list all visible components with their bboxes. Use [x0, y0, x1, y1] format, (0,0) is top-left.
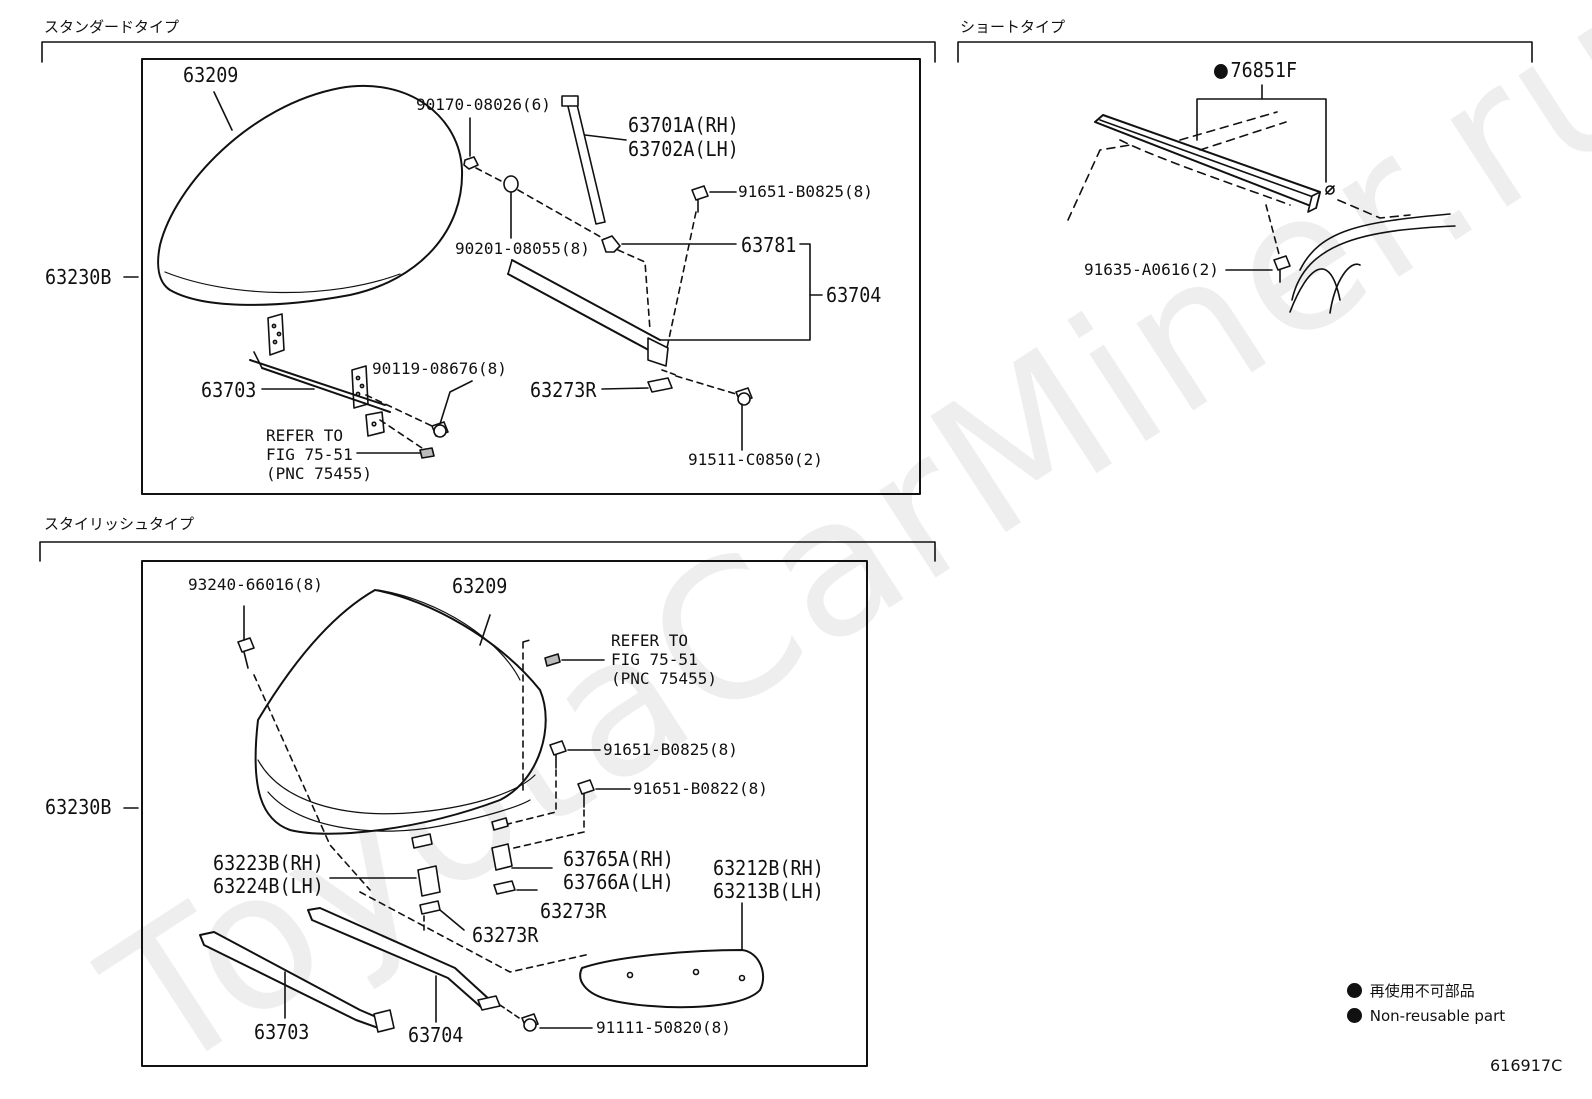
non-reusable-dot-icon — [1214, 64, 1228, 79]
legend-dot-icon — [1347, 1008, 1362, 1023]
refer-text-stylish: REFER TO FIG 75-51 (PNC 75455) — [611, 631, 717, 688]
refer-line-1: REFER TO — [266, 426, 344, 445]
refer-line-2[interactable]: FIG 75-51 — [266, 445, 353, 464]
refer-line-3: (PNC 75455) — [266, 464, 372, 483]
label-91511-c0850[interactable]: 91511-C0850(2) — [688, 450, 823, 469]
label-91635-a0616[interactable]: 91635-A0616(2) — [1084, 260, 1219, 279]
plate-63273r-stl-a — [493, 880, 516, 895]
label-93240-66016[interactable]: 93240-66016(8) — [188, 575, 323, 594]
section-bracket-standard — [41, 41, 936, 63]
label-63781[interactable]: 63781 — [741, 233, 797, 257]
label-63765a[interactable]: 63765A(RH) — [563, 847, 674, 871]
bolt-93240 — [237, 637, 255, 669]
bracket-63781 — [601, 235, 621, 253]
cover-stylish — [254, 589, 547, 835]
label-90201-08055[interactable]: 90201-08055(8) — [455, 239, 590, 258]
legend-jp-text: 再使用不可部品 — [1369, 982, 1475, 1000]
bolt-91111 — [521, 1013, 539, 1032]
label-63273r-standard[interactable]: 63273R — [530, 378, 597, 402]
label-76851f[interactable]: 76851F — [1214, 60, 1297, 80]
label-63230b-stylish[interactable]: 63230B — [45, 795, 112, 819]
nut-90170 — [463, 156, 479, 170]
frame-stylish — [141, 560, 868, 1067]
legend-en-text: Non-reusable part — [1369, 1007, 1506, 1025]
label-90119-08676[interactable]: 90119-08676(8) — [372, 359, 507, 378]
label-63209-standard[interactable]: 63209 — [183, 63, 239, 87]
washer-90201 — [503, 175, 519, 193]
refer-line-3: (PNC 75455) — [611, 669, 717, 688]
label-63703-standard[interactable]: 63703 — [201, 378, 257, 402]
bar-63703-standard — [249, 313, 391, 437]
figure-id: 616917C — [1490, 1056, 1563, 1075]
label-63212b[interactable]: 63212B(RH) — [713, 856, 824, 880]
short-garnish — [1094, 114, 1335, 213]
label-91651-b0822[interactable]: 91651-B0822(8) — [633, 779, 768, 798]
section-bracket-stylish — [39, 541, 936, 562]
label-63223b[interactable]: 63223B(RH) — [213, 851, 324, 875]
label-63230b-standard[interactable]: 63230B — [45, 265, 112, 289]
label-91651-b0825-standard[interactable]: 91651-B0825(8) — [738, 182, 873, 201]
section-title-short: ショートタイプ — [960, 18, 1066, 36]
legend-jp: 再使用不可部品 — [1347, 983, 1475, 999]
bolt-91651-std — [691, 185, 709, 213]
section-title-standard: スタンダードタイプ — [44, 18, 180, 36]
label-63273r-stylish-b[interactable]: 63273R — [472, 923, 539, 947]
bolt-91651-stl-b — [577, 779, 595, 808]
bolt-91651-stl-a — [549, 740, 567, 769]
label-63224b[interactable]: 63224B(LH) — [213, 874, 324, 898]
refer-line-1: REFER TO — [611, 631, 689, 650]
bracket-63765a — [491, 843, 513, 871]
frame-standard — [141, 58, 921, 495]
cover-standard — [157, 85, 464, 306]
section-title-stylish: スタイリッシュタイプ — [44, 515, 195, 533]
label-63209-stylish[interactable]: 63209 — [452, 574, 508, 598]
label-90170-08026[interactable]: 90170-08026(6) — [416, 95, 551, 114]
plate-63273r-std — [647, 377, 673, 393]
label-63213b[interactable]: 63213B(LH) — [713, 879, 824, 903]
bar-63704-standard — [507, 259, 669, 367]
legend-dot-icon — [1347, 983, 1362, 998]
stay-63701a — [561, 95, 606, 225]
bar-63703-stylish — [199, 931, 395, 1033]
label-63702a[interactable]: 63702A(LH) — [628, 137, 739, 161]
bar-63704-stylish — [307, 907, 501, 1011]
label-76851f-text[interactable]: 76851F — [1230, 58, 1298, 82]
label-63704-standard[interactable]: 63704 — [826, 283, 882, 307]
section-bracket-short — [957, 41, 1533, 63]
label-63273r-stylish-a[interactable]: 63273R — [540, 899, 607, 923]
bolt-91511 — [735, 387, 753, 406]
label-91651-b0825-stylish[interactable]: 91651-B0825(8) — [603, 740, 738, 759]
refer-line-2[interactable]: FIG 75-51 — [611, 650, 698, 669]
label-63704-stylish[interactable]: 63704 — [408, 1023, 464, 1047]
bracket-63223b — [417, 865, 441, 897]
plate-63273r-stl-b — [419, 900, 441, 915]
legend-en: Non-reusable part — [1347, 1008, 1505, 1024]
bolt-91635 — [1273, 255, 1291, 283]
label-63701a[interactable]: 63701A(RH) — [628, 113, 739, 137]
refer-text-standard: REFER TO FIG 75-51 (PNC 75455) — [266, 426, 372, 483]
label-63703-stylish[interactable]: 63703 — [254, 1020, 310, 1044]
label-63766a[interactable]: 63766A(LH) — [563, 870, 674, 894]
label-91111-50820[interactable]: 91111-50820(8) — [596, 1018, 731, 1037]
garnish-63212b — [579, 949, 765, 1009]
